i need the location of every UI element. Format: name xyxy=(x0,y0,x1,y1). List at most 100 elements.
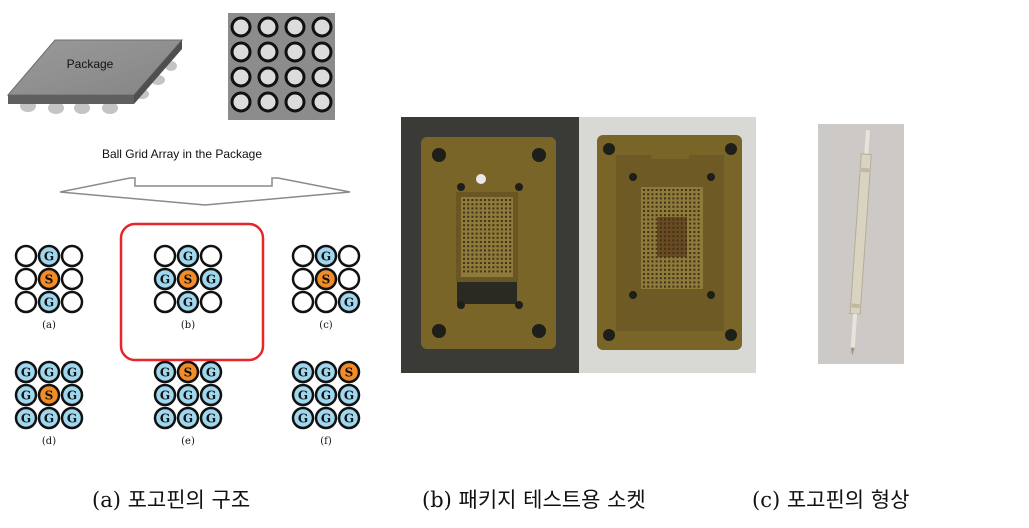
bga-ball xyxy=(230,66,252,88)
bga-ball xyxy=(257,41,279,63)
empty-pin xyxy=(60,290,84,314)
socket-photo xyxy=(401,117,756,373)
signal-pin xyxy=(314,267,338,291)
ground-pin xyxy=(176,383,200,407)
pin-letter: G xyxy=(67,412,77,426)
ground-pin xyxy=(60,360,84,384)
pin-letter: S xyxy=(322,273,331,287)
empty-pin xyxy=(199,244,223,268)
pin-config-label: (a) xyxy=(42,320,56,331)
pin-letter: G xyxy=(206,412,216,426)
ground-pin xyxy=(153,383,177,407)
signal-pin xyxy=(37,267,61,291)
bga-ball xyxy=(311,91,333,113)
ground-pin xyxy=(37,360,61,384)
ground-pin xyxy=(314,360,338,384)
ground-pin xyxy=(37,290,61,314)
ground-pin xyxy=(291,360,315,384)
bga-ball xyxy=(257,66,279,88)
pin-letter: G xyxy=(160,273,170,287)
pin-letter: G xyxy=(183,250,193,264)
empty-pin xyxy=(14,267,38,291)
ground-pin xyxy=(37,244,61,268)
empty-pin xyxy=(291,244,315,268)
package-label: Package xyxy=(67,57,114,71)
empty-pin xyxy=(291,267,315,291)
pin-letter: G xyxy=(206,273,216,287)
bga-ball xyxy=(230,41,252,63)
bga-ball xyxy=(284,91,306,113)
ground-pin xyxy=(176,244,200,268)
pin-letter: G xyxy=(206,389,216,403)
pin-letter: G xyxy=(183,389,193,403)
pin-letter: S xyxy=(45,273,54,287)
pin-config-label: (f) xyxy=(320,436,332,447)
ground-pin xyxy=(314,383,338,407)
bga-ball xyxy=(284,66,306,88)
empty-pin xyxy=(337,267,361,291)
ground-pin xyxy=(153,406,177,430)
pin-config-label: (e) xyxy=(181,436,195,447)
empty-pin xyxy=(314,290,338,314)
pin-letter: S xyxy=(184,273,193,287)
pin-config-c: GSG (c) xyxy=(291,244,361,331)
pin-letter: G xyxy=(298,366,308,380)
bga-ball xyxy=(311,16,333,38)
pin-letter: G xyxy=(183,412,193,426)
bga-ball xyxy=(311,41,333,63)
bga-ball xyxy=(257,91,279,113)
pin-letter: G xyxy=(160,366,170,380)
pin-letter: G xyxy=(160,389,170,403)
pin-config-a: GSG (a) xyxy=(14,244,84,331)
pin-config-label: (c) xyxy=(319,320,333,331)
pin-letter: S xyxy=(45,389,54,403)
pogo-pin-photo xyxy=(818,124,904,364)
pin-letter: G xyxy=(321,250,331,264)
pin-letter: G xyxy=(344,296,354,310)
empty-pin xyxy=(153,290,177,314)
ground-pin xyxy=(337,383,361,407)
pin-letter: G xyxy=(321,366,331,380)
bga-ball xyxy=(311,66,333,88)
ground-pin xyxy=(199,267,223,291)
ground-pin xyxy=(337,290,361,314)
bga-ball xyxy=(230,16,252,38)
empty-pin xyxy=(60,244,84,268)
ground-pin xyxy=(14,406,38,430)
ground-pin xyxy=(37,406,61,430)
pogo-pin xyxy=(849,130,872,356)
pogo-pin-structure-diagram: Package Ball Grid Array in the Package G… xyxy=(6,13,361,447)
ground-pin xyxy=(291,406,315,430)
caption-pogo-pin-shape: (c) 포고핀의 형상 xyxy=(752,488,910,512)
ground-pin xyxy=(60,383,84,407)
bga-ball xyxy=(230,91,252,113)
pin-letter: G xyxy=(321,412,331,426)
pin-config-label: (d) xyxy=(42,436,56,447)
pin-letter: G xyxy=(298,389,308,403)
ground-pin xyxy=(153,360,177,384)
pin-letter: G xyxy=(44,296,54,310)
ground-pin xyxy=(14,383,38,407)
empty-pin xyxy=(14,244,38,268)
pin-letter: S xyxy=(345,366,354,380)
empty-pin xyxy=(199,290,223,314)
empty-pin xyxy=(337,244,361,268)
bga-ball xyxy=(257,16,279,38)
pin-letter: G xyxy=(160,412,170,426)
signal-pin xyxy=(337,360,361,384)
empty-pin xyxy=(153,244,177,268)
caption-package-test-socket: (b) 패키지 테스트용 소켓 xyxy=(422,488,646,512)
empty-pin xyxy=(291,290,315,314)
socket-right xyxy=(597,135,742,350)
pin-letter: G xyxy=(321,389,331,403)
pin-letter: G xyxy=(44,250,54,264)
ground-pin xyxy=(314,244,338,268)
bga-ball xyxy=(284,16,306,38)
pin-letter: G xyxy=(67,366,77,380)
pin-letter: G xyxy=(183,296,193,310)
ball-grid-array-balls xyxy=(230,16,333,113)
ground-pin xyxy=(337,406,361,430)
pin-letter: G xyxy=(21,366,31,380)
